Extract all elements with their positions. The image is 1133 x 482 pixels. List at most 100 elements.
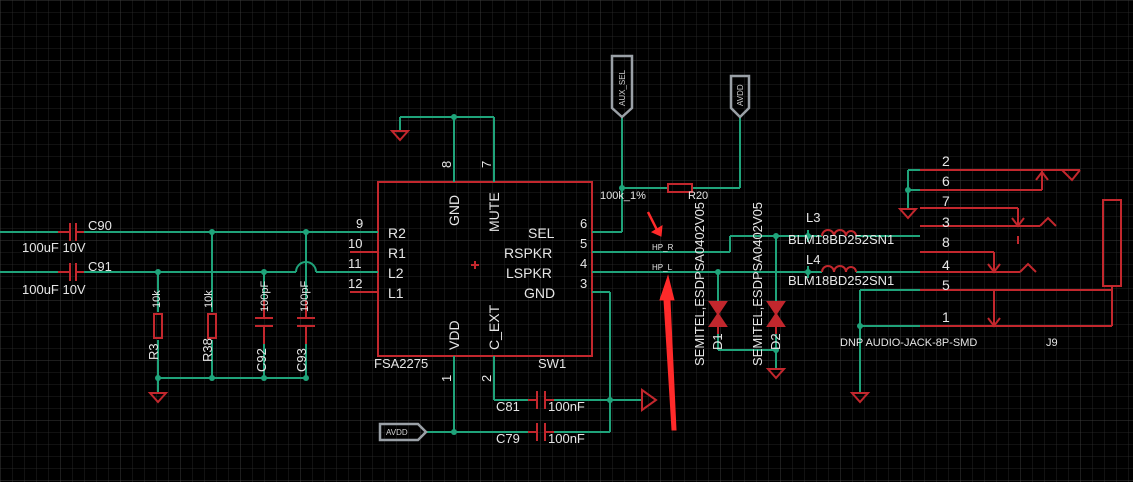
junction-dot	[773, 233, 779, 239]
ic-pin-name: L2	[388, 265, 404, 281]
ground-icon	[849, 392, 871, 404]
ic-pin-num: 8	[439, 161, 454, 168]
r3-value: 10k	[151, 290, 163, 308]
ic-pin-num: 9	[356, 216, 363, 231]
ic-pin-name: RSPKR	[504, 245, 552, 261]
cap-c92[interactable]: 100pF C92	[254, 281, 273, 372]
d2-ref: D2	[768, 333, 783, 350]
junction-dot	[773, 347, 779, 353]
c79-ref: C79	[496, 431, 520, 446]
c92-value: 100pF	[259, 281, 271, 312]
junction-dot	[155, 269, 161, 275]
r20-ref: R20	[688, 190, 708, 202]
jack-pin-num: 8	[942, 234, 950, 250]
net-label-avdd-bottom[interactable]: AVDD	[378, 422, 428, 442]
ic-pin-num: 10	[348, 236, 362, 251]
net-label-avdd-top[interactable]: AVDD	[729, 74, 751, 119]
c91-ref: C91	[88, 259, 112, 274]
junction-dot	[805, 269, 811, 275]
ic-pin-num: 4	[580, 256, 587, 271]
c81-ref: C81	[496, 399, 520, 414]
ferrite-l3[interactable]: L3 BLM18BD252SN1	[788, 210, 894, 247]
ic-pin-name: SEL	[528, 225, 555, 241]
resistor-r38[interactable]: 10k R38	[200, 290, 217, 362]
junction-dot	[209, 375, 215, 381]
ground-icon	[147, 392, 169, 404]
resistor-r20[interactable]: 100k_1% R20	[600, 183, 708, 202]
ic-pin-num: 6	[580, 216, 587, 231]
junction-dot	[619, 185, 625, 191]
wires	[0, 116, 920, 433]
c91-value: 100uF 10V	[22, 282, 86, 297]
l3-part: BLM18BD252SN1	[788, 232, 894, 247]
ic-fsa2275[interactable]: 9 R2 10 R1 11 L2 12 L1 8 GND 7 MUTE 6 SE…	[348, 140, 606, 382]
arrow-head-icon	[650, 225, 663, 237]
ic-pin-name: MUTE	[486, 192, 502, 232]
ic-ref: FSA2275	[374, 356, 428, 371]
cap-c91[interactable]: C91 100uF 10V	[22, 259, 112, 297]
jack-pin-num: 5	[942, 277, 950, 293]
ferrite-l4[interactable]: L4 BLM18BD252SN1	[788, 252, 894, 288]
ic-pin-name: L1	[388, 285, 404, 301]
jack-pin-num: 7	[942, 193, 950, 209]
junction-dot	[805, 233, 811, 239]
diode-d2[interactable]: SEMITEL,ESDPSA0402V05 D2	[750, 202, 786, 366]
aux-sel-text: AUX_SEL	[618, 69, 627, 106]
cap-c90[interactable]: C90 100uF 10V	[22, 218, 112, 255]
junction-dot	[209, 229, 215, 235]
l3-ref: L3	[806, 210, 820, 225]
junction-dot	[451, 429, 457, 435]
c81-value: 100nF	[548, 399, 585, 414]
avdd-bottom-text: AVDD	[386, 428, 408, 437]
r3-ref: R3	[146, 343, 161, 360]
jack-pin-num: 3	[942, 214, 950, 230]
ic-pin-num: 2	[479, 375, 494, 382]
ground-icon	[897, 208, 919, 220]
c92-ref: C92	[254, 348, 269, 372]
audio-jack-j9[interactable]: 2 6 7 3 8 4 5 1 DNP AUDIO-JACK-8P-SMD J9	[840, 153, 1122, 349]
annotation-arrows	[646, 211, 677, 431]
net-name-hp-l: HP_L	[652, 263, 673, 272]
junction-dot	[715, 269, 721, 275]
net-label-aux-sel[interactable]: AUX_SEL	[610, 54, 634, 119]
jack-pin-num: 1	[942, 309, 950, 325]
arrow-hp-l	[659, 274, 677, 431]
junction-dot	[155, 375, 161, 381]
net-name-hp-r: HP_R	[652, 243, 674, 252]
ground-icon	[389, 130, 411, 142]
ic-pin-num: 1	[439, 375, 454, 382]
c93-value: 100pF	[299, 281, 311, 312]
ic-pin-num: 5	[580, 236, 587, 251]
ic-pin-name: C_EXT	[486, 304, 502, 350]
avdd-top-text: AVDD	[736, 84, 745, 106]
diode-d1[interactable]: SEMITEL,ESDPSA0402V05 D1	[692, 202, 728, 366]
cap-c79[interactable]: C79 100nF	[496, 423, 585, 446]
resistor-r3[interactable]: 10k R3	[146, 290, 163, 360]
junctions	[155, 114, 911, 435]
r20-value: 100k_1%	[600, 190, 646, 202]
junction-dot	[261, 375, 267, 381]
ground-icon	[765, 368, 787, 380]
ic-pin-num: 12	[348, 276, 362, 291]
jack-pin-num: 2	[942, 153, 950, 169]
ic-pin-name: LSPKR	[506, 265, 552, 281]
ic-pin-num: 7	[479, 161, 494, 168]
ic-pin-num: 3	[580, 276, 587, 291]
d1-ref: D1	[710, 333, 725, 350]
jack-pin-num: 4	[942, 257, 950, 273]
junction-dot	[857, 323, 863, 329]
cap-c93[interactable]: 100pF C93	[294, 281, 315, 372]
c93-ref: C93	[294, 348, 309, 372]
ground-icon	[641, 388, 658, 412]
junction-dot	[451, 114, 457, 120]
d2-part: SEMITEL,ESDPSA0402V05	[750, 202, 765, 366]
r38-value: 10k	[203, 290, 215, 308]
cap-c81[interactable]: C81 100nF	[496, 391, 585, 414]
ic-pin-name: R1	[388, 245, 406, 261]
ground-symbols	[147, 130, 919, 412]
jack-ref: J9	[1046, 337, 1058, 349]
ic-pin-name: R2	[388, 225, 406, 241]
junction-dot	[905, 187, 911, 193]
ic-pin-name: GND	[446, 195, 462, 226]
